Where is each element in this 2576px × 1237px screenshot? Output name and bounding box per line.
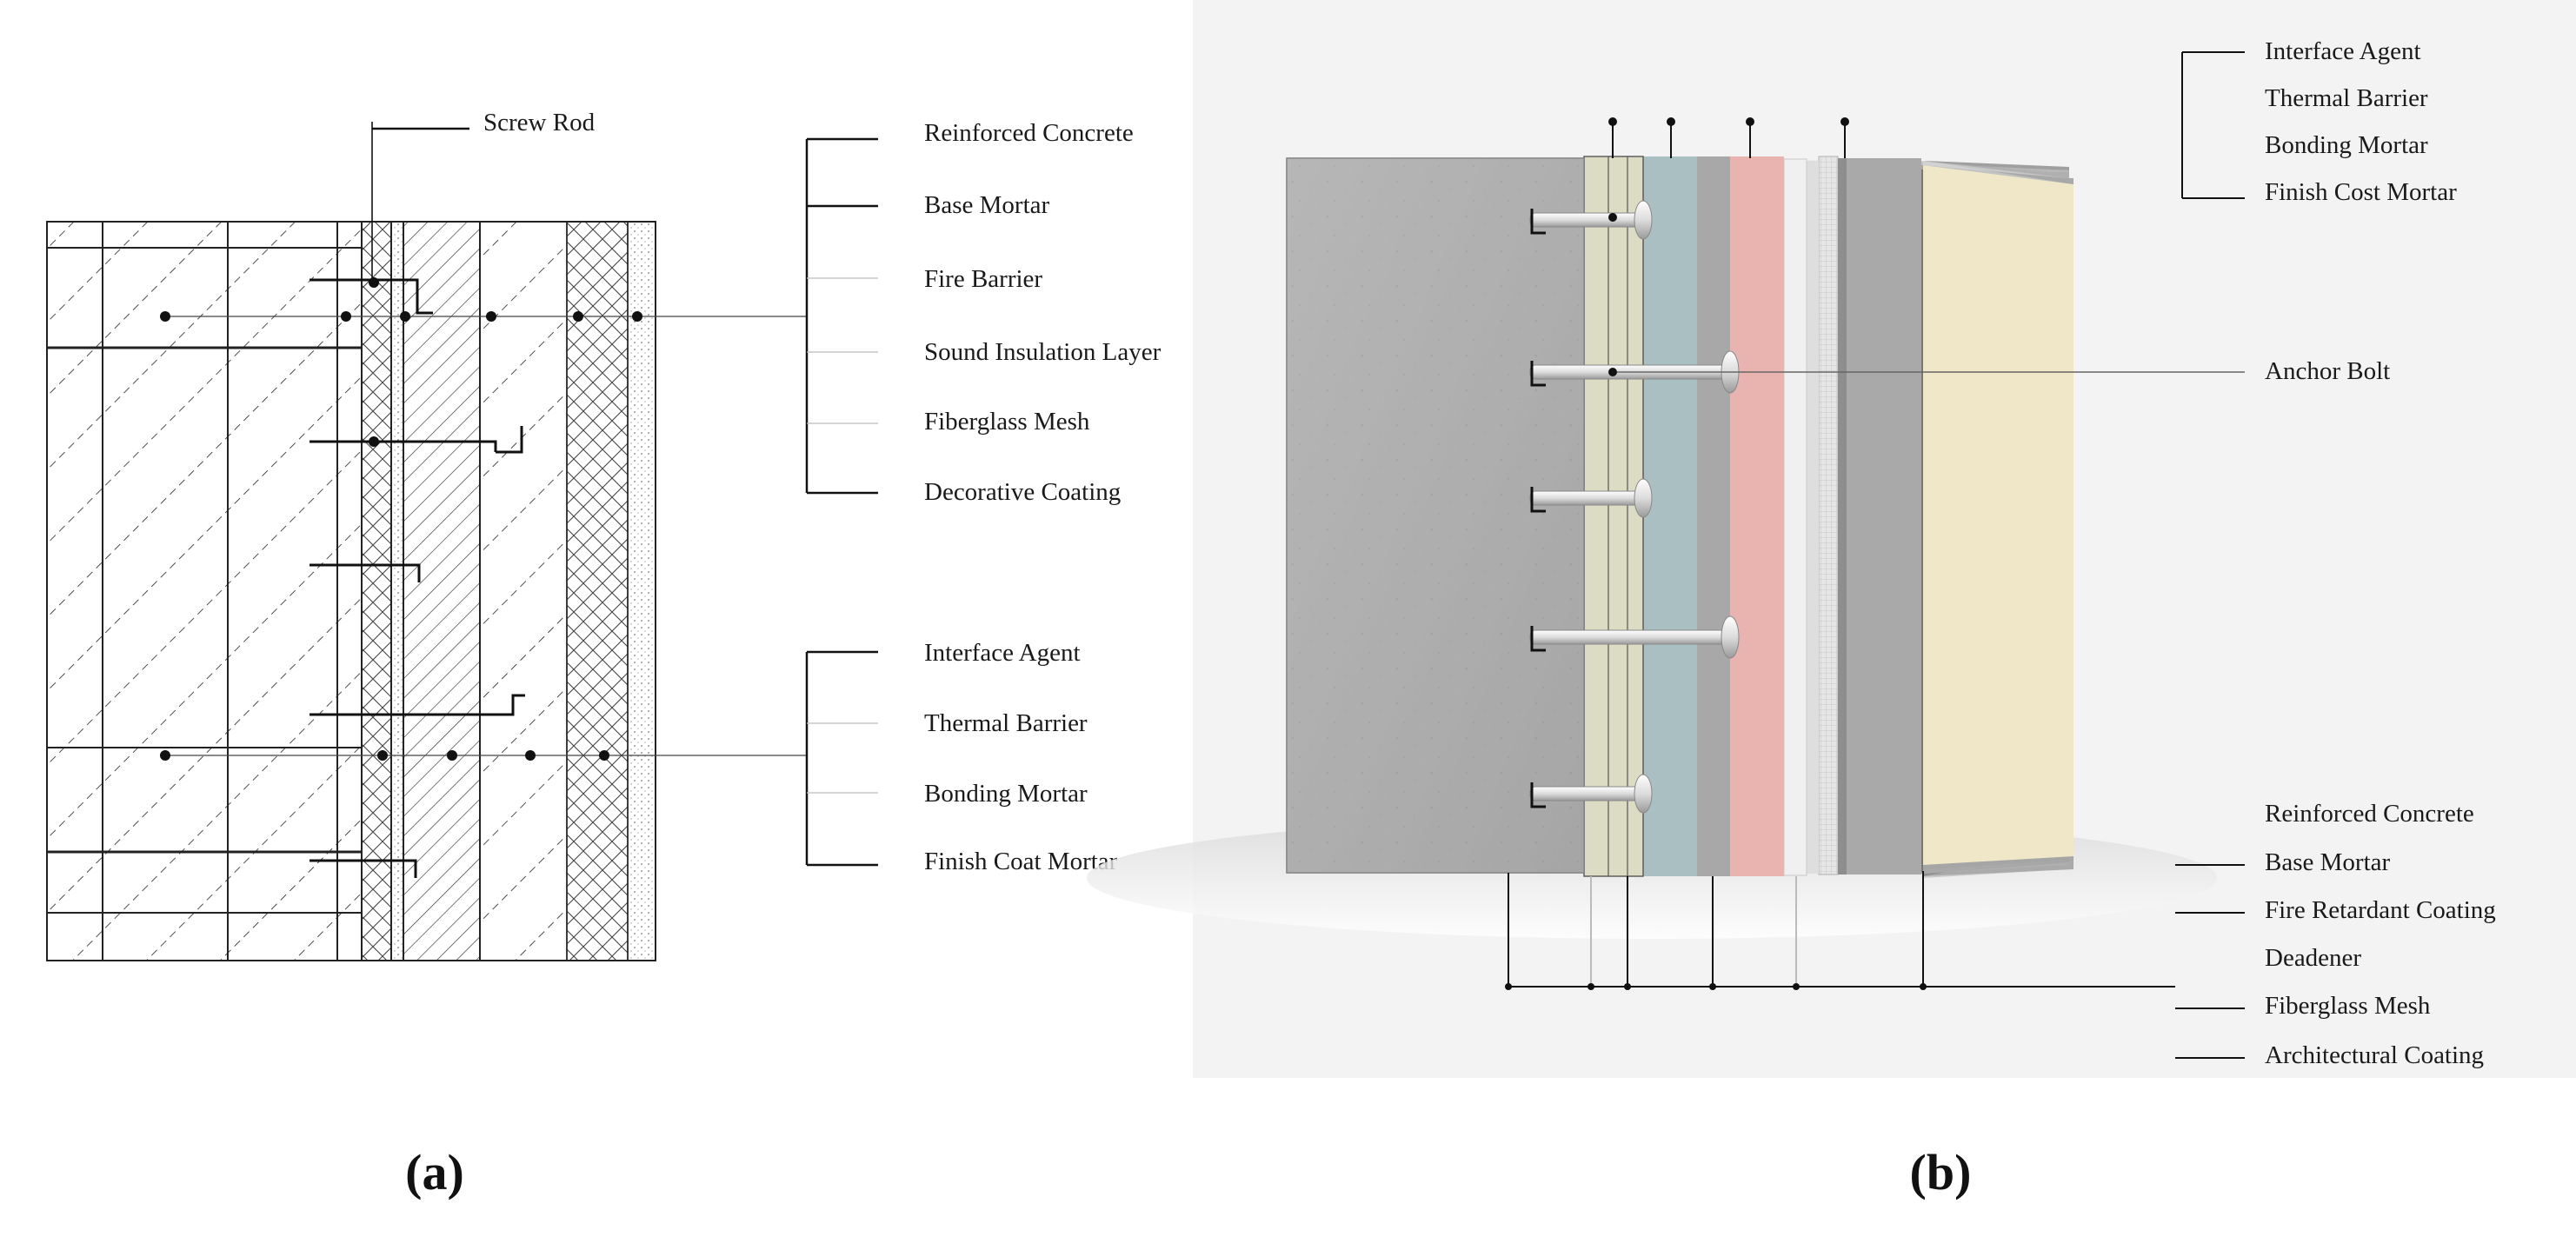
label-b-top-2: Bonding Mortar: [2265, 131, 2428, 159]
label-a-g1-3: Sound Insulation Layer: [924, 338, 1162, 366]
label-a-g1-1: Base Mortar: [924, 191, 1049, 219]
label-b-bot-0: Reinforced Concrete: [2265, 800, 2474, 828]
label-a-g2-3: Finish Coat Mortar: [924, 848, 1118, 875]
label-a-g1-4: Fiberglass Mesh: [924, 408, 1090, 436]
label-b-top-1: Thermal Barrier: [2265, 84, 2428, 112]
panel-a-section-drawing: Screw Rod Reinforced Concrete Base Morta…: [46, 109, 1162, 1200]
top-bracket-b: [2181, 51, 2245, 199]
label-b-top-0: Interface Agent: [2265, 37, 2421, 65]
label-a-g2-2: Bonding Mortar: [924, 780, 1088, 808]
fire-retardant-layer: [1730, 156, 1784, 876]
thermal-barrier-layer: [1643, 156, 1697, 876]
bracket-group-2: [805, 650, 878, 867]
label-screw-rod: Screw Rod: [483, 109, 596, 136]
leader-lines-a: [160, 127, 807, 761]
label-a-g2-1: Thermal Barrier: [924, 709, 1088, 737]
label-b-bot-5: Architectural Coating: [2265, 1041, 2484, 1069]
top-leader-pins: [1608, 117, 1849, 376]
masonry-grid: [47, 222, 362, 961]
label-a-g1-2: Fire Barrier: [924, 265, 1042, 293]
label-b-bot-2: Fire Retardant Coating: [2265, 896, 2496, 924]
panel-b-3d-render: Interface Agent Thermal Barrier Bonding …: [1087, 0, 2576, 1200]
label-b-top-3: Finish Cost Mortar: [2265, 178, 2457, 206]
label-a-g1-5: Decorative Coating: [924, 478, 1121, 506]
label-b-bot-1: Base Mortar: [2265, 848, 2390, 876]
label-anchor-bolt: Anchor Bolt: [2265, 357, 2390, 385]
caption-a: (a): [405, 1144, 464, 1200]
section-layers: [361, 221, 656, 961]
bracket-group-1: [805, 137, 878, 495]
decorative-finish-layer: [1923, 165, 2073, 865]
label-b-bot-4: Fiberglass Mesh: [2265, 992, 2431, 1020]
label-a-g2-0: Interface Agent: [924, 639, 1081, 667]
bottom-leaders-b: [1508, 864, 2245, 1059]
base-mortar-layer: [1583, 156, 1644, 877]
label-a-g1-0: Reinforced Concrete: [924, 119, 1134, 147]
label-b-bot-3: Deadener: [2265, 944, 2361, 972]
caption-b: (b): [1910, 1144, 1972, 1200]
